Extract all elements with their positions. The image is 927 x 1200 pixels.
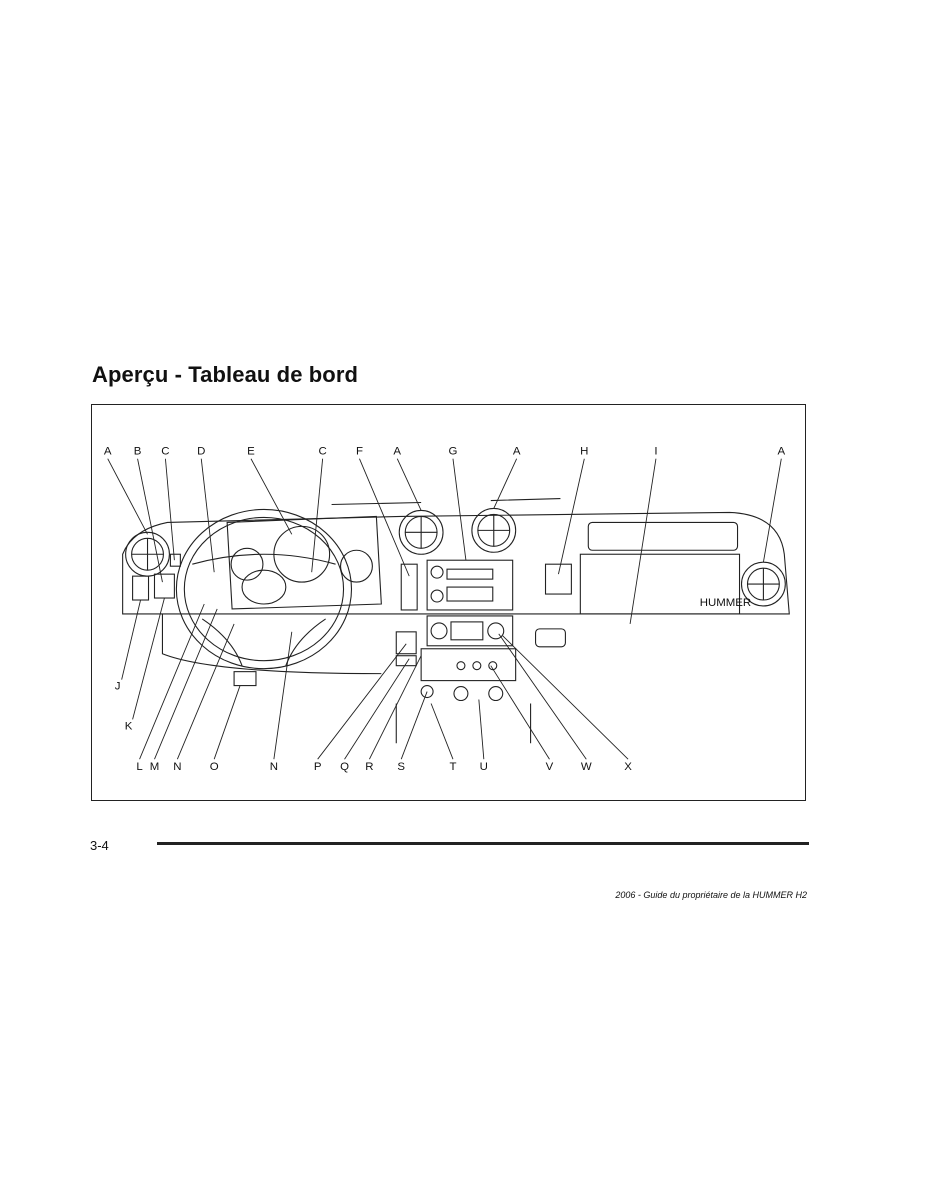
callout-label: N (173, 761, 181, 773)
callout-label: J (115, 681, 121, 693)
callout-label: A (104, 446, 112, 458)
callout-label: X (624, 761, 632, 773)
page-number: 3-4 (90, 838, 109, 853)
callout-label: H (580, 446, 588, 458)
callout-label: C (319, 446, 327, 458)
callout-label: C (161, 446, 169, 458)
callout-label: F (356, 446, 363, 458)
callout-label: O (210, 761, 219, 773)
callout-label: W (581, 761, 592, 773)
callout-label: B (134, 446, 142, 458)
callout-label: M (150, 761, 160, 773)
callout-label: S (397, 761, 405, 773)
page-title: Aperçu - Tableau de bord (92, 362, 359, 387)
callout-label: L (136, 761, 142, 773)
hummer-badge: HUMMER (700, 597, 751, 609)
callout-column-left: JK (115, 681, 133, 733)
callout-label: U (480, 761, 488, 773)
callout-label: P (314, 761, 322, 773)
callout-label: E (247, 446, 255, 458)
callout-label: A (393, 446, 401, 458)
footer-text: 2006 - Guide du propriétaire de la HUMME… (615, 890, 807, 900)
callout-label: V (546, 761, 554, 773)
footer-rule (157, 842, 809, 845)
callout-label: G (449, 446, 458, 458)
callout-label: A (513, 446, 521, 458)
callout-label: K (125, 720, 133, 732)
callout-label: R (365, 761, 373, 773)
callout-label: Q (340, 761, 349, 773)
callout-label: D (197, 446, 205, 458)
callout-label: T (449, 761, 456, 773)
callout-label: N (270, 761, 278, 773)
callout-label: I (654, 446, 657, 458)
callout-label: A (777, 446, 785, 458)
